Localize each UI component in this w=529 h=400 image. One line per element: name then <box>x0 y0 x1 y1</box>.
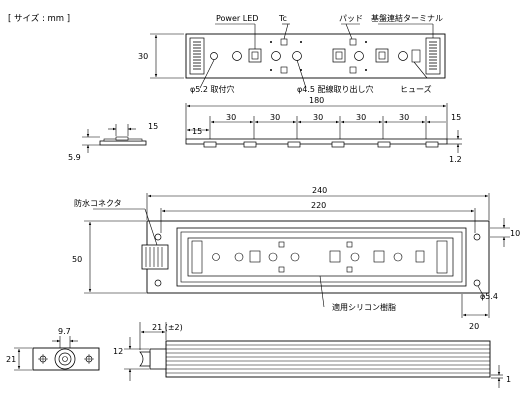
housing-dims <box>84 193 510 318</box>
dim-top-height <box>150 33 184 79</box>
pad-4 <box>349 66 357 74</box>
power-led-3 <box>375 48 389 63</box>
bottom-dim-height: 12 <box>113 347 123 356</box>
cable-gland <box>149 348 167 370</box>
side-dim-pitch-1: 30 <box>226 113 236 122</box>
callout-pad: パッド <box>339 14 363 23</box>
wire-hole-1 <box>271 51 281 61</box>
pcb-outline <box>185 33 446 79</box>
end-view <box>32 347 100 371</box>
callout-terminal: 基盤連結ターミナル <box>371 13 443 23</box>
housing-dim-hole: φ5.4 <box>480 292 498 301</box>
housing-hole-tr <box>473 233 481 241</box>
housing-dim-right-20: 20 <box>469 322 479 331</box>
end-view-dims <box>14 336 78 371</box>
bottom-dim-cable: 21 (±2) <box>152 323 183 332</box>
end-dim-height: 21 <box>6 355 16 364</box>
side-dim-start: 15 <box>192 127 202 136</box>
extrusion-body <box>165 340 491 378</box>
pcb-side-board <box>185 138 448 145</box>
dim-top-height-label: 30 <box>138 52 148 61</box>
side-dim-lines <box>185 103 462 153</box>
housing-hole-br <box>473 279 481 287</box>
top-callout-leaders <box>199 23 434 89</box>
fuse <box>411 49 421 63</box>
side-dim-thickness: 1.2 <box>449 155 462 164</box>
housing-hole-bl <box>154 279 162 287</box>
pad-2 <box>280 66 288 74</box>
hole-a <box>232 51 242 61</box>
callout-connector: 防水コネクタ <box>74 198 122 208</box>
callout-power-led: Power LED <box>216 14 258 23</box>
small-part-dims <box>82 124 136 153</box>
small-part-view <box>99 136 147 146</box>
side-dim-end: 15 <box>451 113 461 122</box>
terminal-left-pins <box>193 41 201 70</box>
housing-view <box>141 220 490 294</box>
waterproof-connector <box>141 244 169 270</box>
power-led-2 <box>332 48 346 63</box>
bottom-side-view <box>139 340 491 378</box>
callout-wire-hole: φ4.5 配線取り出し穴 <box>297 84 374 94</box>
side-dim-pitch-3: 30 <box>313 113 323 122</box>
small-dim-height: 5.9 <box>68 153 81 162</box>
housing-dim-right-10: 10 <box>510 229 520 238</box>
callout-tc: Tc <box>278 14 287 23</box>
pcb-side-view <box>185 138 448 148</box>
housing-dim-inner: 220 <box>311 201 326 210</box>
side-dim-pitch-2: 30 <box>270 113 280 122</box>
side-dim-pitch-4: 30 <box>356 113 366 122</box>
small-dim-width: 15 <box>148 122 158 131</box>
callout-resin: 適用シリコン樹脂 <box>332 302 396 312</box>
bottom-dim-flange: 1 <box>506 375 511 384</box>
mount-hole-1 <box>210 52 218 60</box>
side-dim-total: 180 <box>309 96 324 105</box>
terminal-left <box>189 37 205 75</box>
terminal-right-pins <box>429 41 437 70</box>
callout-mount-hole: φ5.2 取付穴 <box>190 84 235 94</box>
housing-hole-tl <box>154 233 162 241</box>
pad-3 <box>349 38 357 46</box>
housing-dim-total: 240 <box>312 186 327 195</box>
callout-fuse: ヒューズ <box>400 84 432 94</box>
bottom-side-dims <box>124 322 503 388</box>
pcb-top-view <box>185 33 446 79</box>
units-label: [ サイズ : mm ] <box>8 13 70 24</box>
side-dim-pitch-5: 30 <box>399 113 409 122</box>
housing-dim-height: 50 <box>72 255 82 264</box>
end-dim-width: 9.7 <box>58 327 71 336</box>
